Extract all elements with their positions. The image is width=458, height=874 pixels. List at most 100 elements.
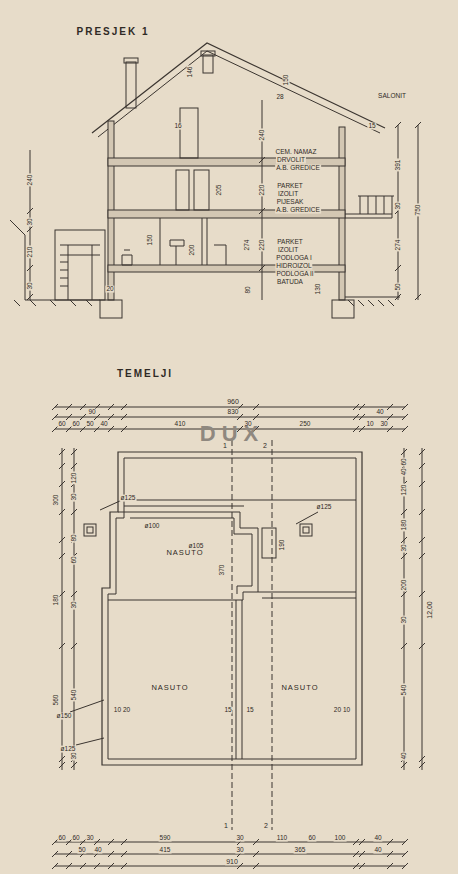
dimension-label: 60 (71, 835, 80, 842)
dimension-label: 15 (367, 123, 376, 130)
dimension-label: 10 (365, 421, 374, 428)
dimension-label: 30 (401, 615, 408, 624)
dimension-label: 415 (159, 847, 172, 854)
dimension-label: 200 (189, 244, 196, 257)
room-label: NASUTO (150, 684, 189, 692)
dimension-label: 1 (223, 822, 229, 829)
material-note: BATUDA (276, 279, 304, 286)
dimension-label: 50 (77, 847, 86, 854)
dimension-label: 365 (294, 847, 307, 854)
dimension-label: 110 (276, 835, 288, 842)
dimension-label: 274 (244, 239, 251, 252)
dimension-label: 150 (147, 234, 154, 247)
dimension-label: 60 (71, 421, 80, 428)
material-note: PARKET (276, 183, 304, 190)
dimension-label: 146 (187, 66, 194, 79)
dimension-label: 80 (71, 533, 78, 542)
dimension-label: ø125 (120, 495, 137, 502)
dimension-label: 30 (71, 600, 78, 609)
dimension-label: 240 (259, 129, 266, 142)
dimension-label: 30 (235, 847, 244, 854)
dimension-label: 410 (174, 421, 187, 428)
dimension-label: 15 (245, 707, 254, 714)
dimension-label: 28 (275, 94, 284, 101)
material-note: SALONIT (377, 93, 407, 100)
dimension-label: 60 (401, 457, 408, 466)
dimension-label: 205 (216, 184, 223, 197)
dimension-label: 560 (53, 694, 60, 707)
dimension-label: 90 (87, 409, 96, 416)
dimension-label: 540 (71, 689, 78, 702)
dimension-label: 40 (401, 751, 408, 760)
dimension-label: ø105 (188, 543, 205, 550)
section-drawing (10, 43, 421, 318)
dimension-label: 300 (53, 494, 60, 507)
drawing-heading: TEMELJI (116, 369, 174, 380)
dimension-label: 910 (225, 858, 239, 865)
dimension-label: 40 (99, 421, 108, 428)
dimension-label: 15 (223, 707, 232, 714)
dimension-label: 180 (401, 519, 408, 532)
dimension-label: 50 (85, 421, 94, 428)
room-label: NASUTO (280, 684, 319, 692)
dimension-label: 190 (279, 539, 286, 552)
dimension-label: 120 (401, 484, 408, 497)
dimension-label: 391 (395, 159, 402, 172)
dimension-label: 60 (57, 421, 66, 428)
dimension-label: 30 (235, 835, 244, 842)
material-note: DRVOLIT (276, 157, 306, 164)
dimension-label: 100 (334, 835, 347, 842)
dimension-label: 200 (401, 579, 408, 592)
dimension-label: 370 (219, 564, 226, 577)
material-note: HIDROIZOL (275, 263, 312, 270)
foundation-plan (55, 407, 422, 866)
dimension-label: 40 (373, 847, 382, 854)
dimension-label: ø125 (60, 746, 77, 753)
dimension-label: 60 (307, 835, 316, 842)
dimension-label: 220 (259, 239, 266, 252)
dimension-label: 12,00 (426, 600, 433, 620)
dimension-label: 210 (27, 246, 34, 259)
dimension-label: ø125 (316, 504, 333, 511)
material-note: PARKET (276, 239, 304, 246)
dimension-label: 50 (395, 282, 402, 291)
material-note: IZOLIT (277, 191, 299, 198)
dimension-label: 30 (379, 421, 388, 428)
dimension-label: 540 (401, 684, 408, 697)
dimension-label: 750 (415, 204, 422, 217)
dimension-label: 10 20 (113, 707, 131, 714)
material-note: A.B. GREDICE (275, 207, 321, 214)
dimension-label: 2 (263, 822, 269, 829)
dimension-label: 180 (53, 594, 60, 607)
dimension-label: 240 (27, 174, 34, 187)
dimension-label: 120 (71, 472, 78, 485)
dimension-label: 250 (299, 421, 312, 428)
dimension-label: 20 10 (333, 707, 351, 714)
room-label: NASUTO (165, 549, 204, 557)
dimension-label: 20 (105, 286, 114, 293)
dimension-label: 80 (245, 285, 252, 294)
material-note: IZOLIT (277, 247, 299, 254)
dimension-label: 60 (71, 555, 78, 564)
dimension-label: 60 (57, 835, 66, 842)
dimension-label: 30 (85, 835, 94, 842)
dimension-ticks (52, 404, 425, 869)
dimension-label: 274 (395, 239, 402, 252)
dimension-label: 16 (173, 123, 182, 130)
dimension-label: 30 (27, 281, 34, 290)
dimension-label: 30 (401, 543, 408, 552)
dimension-label: 40 (93, 847, 102, 854)
dimension-label: 30 (395, 201, 402, 210)
dimension-label: ø150 (56, 713, 73, 720)
dimension-label: 960 (226, 398, 240, 405)
dimension-label: 40 (373, 835, 382, 842)
dimension-label: 2 (262, 442, 268, 449)
dimension-label: 40 (375, 409, 384, 416)
material-note: A.B. GREDICE (275, 165, 321, 172)
watermark: DUX (199, 422, 265, 445)
material-note: PODLOGA II (275, 271, 314, 278)
drawing-heading: PRESJEK 1 (75, 27, 150, 38)
dimension-label: 130 (315, 283, 322, 296)
dimension-label: 30 (71, 751, 78, 760)
